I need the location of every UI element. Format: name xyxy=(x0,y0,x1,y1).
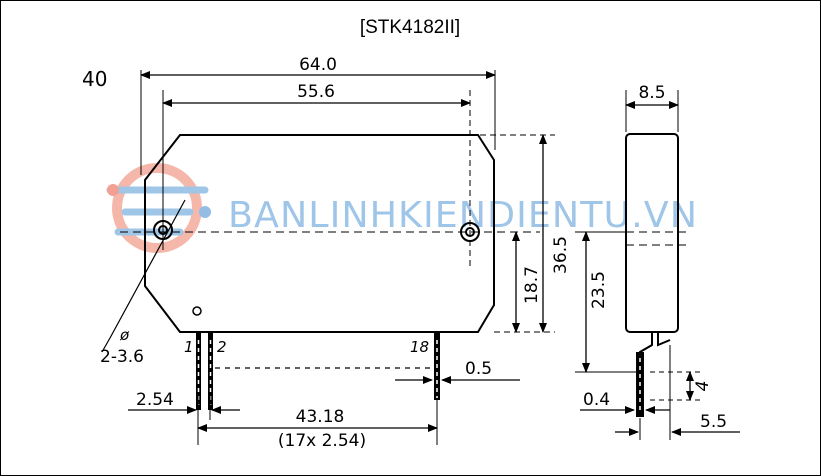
dim-hole-diameter: 2-3.6 xyxy=(100,347,144,367)
hole-diameter-symbol: ø xyxy=(119,326,130,344)
dim-pin-span-formula: (17x 2.54) xyxy=(278,431,366,451)
dim-pin-span: 43.18 xyxy=(296,407,345,427)
dim-thickness: 8.5 xyxy=(638,83,665,103)
dim-pin-offset: 5.5 xyxy=(700,412,727,432)
pin-label-18: 18 xyxy=(410,338,429,356)
pin-label-1: 1 xyxy=(184,338,194,356)
pin1-marker-icon xyxy=(192,306,202,316)
dim-side-height: 23.5 xyxy=(589,271,609,309)
watermark-logo-icon xyxy=(106,163,211,253)
dim-total-width: 64.0 xyxy=(299,55,337,75)
dim-hole-spacing: 55.6 xyxy=(297,82,335,102)
dim-height: 36.5 xyxy=(551,236,571,274)
dim-pin-thickness: 0.4 xyxy=(583,390,610,410)
dim-pin-length: 4 xyxy=(693,381,713,392)
dim-pin-width: 0.5 xyxy=(465,359,492,379)
pin-label-2: 2 xyxy=(217,338,227,356)
watermark-text: BANLINHKIENDIENTU.VN xyxy=(228,195,698,236)
pins xyxy=(196,332,440,410)
dim-hole-height: 18.7 xyxy=(522,266,542,304)
dim-pin-pitch: 2.54 xyxy=(136,390,174,410)
package-title: [STK4182II] xyxy=(360,17,460,38)
figure-number: 40 xyxy=(82,67,107,91)
